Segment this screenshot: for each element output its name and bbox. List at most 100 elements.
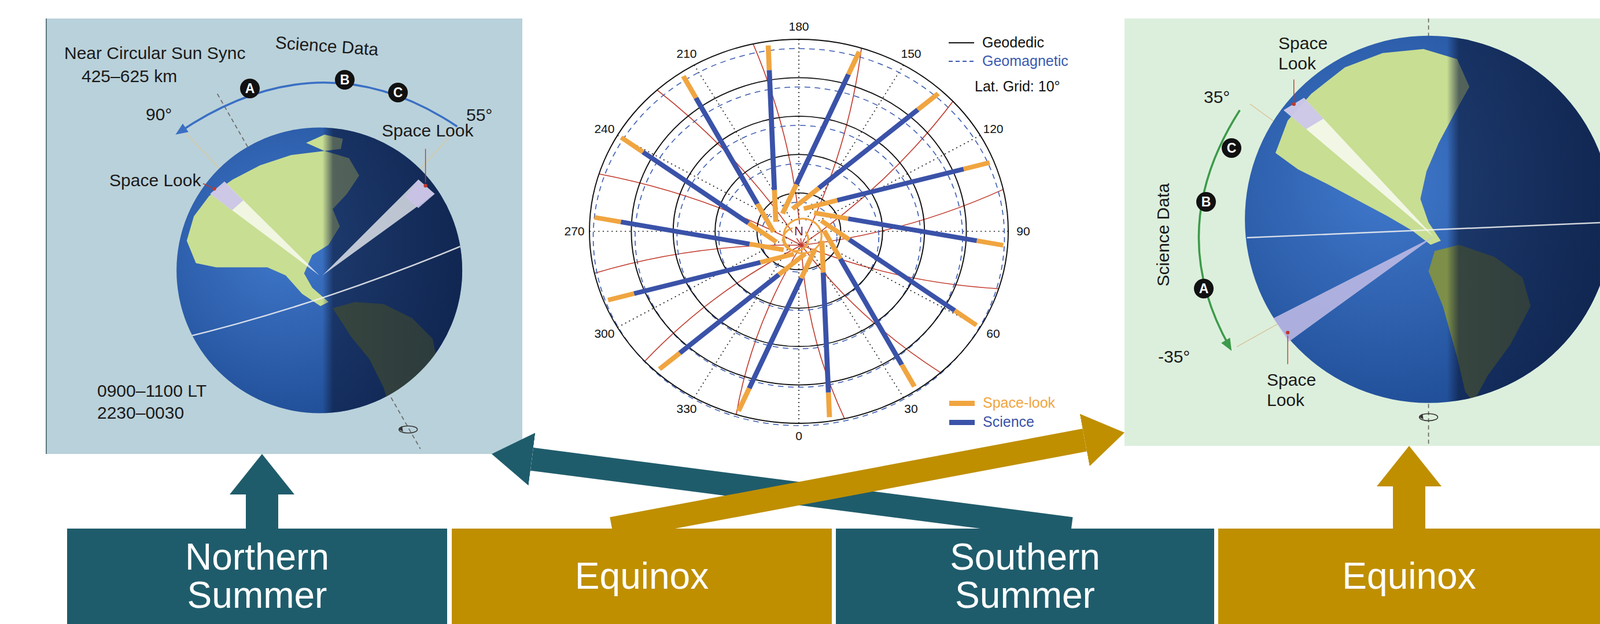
legend-label: Geodedic	[982, 34, 1045, 51]
right-globe	[1283, 97, 1324, 129]
longitude-label: 210	[676, 47, 697, 61]
orbit-track	[782, 184, 797, 214]
orbit-track	[821, 240, 824, 273]
panel-label: 2230–0030	[97, 403, 184, 424]
geodetic-ring	[673, 116, 925, 347]
longitude-label: 60	[986, 326, 1000, 341]
orbit-track	[954, 310, 977, 326]
right-globe	[1419, 413, 1439, 421]
longitude-line	[798, 244, 800, 424]
orbit-track	[749, 278, 802, 389]
panel-label: Science Data	[274, 32, 379, 61]
orbit-track	[633, 262, 761, 294]
panel-label: 425–625 km	[81, 66, 178, 87]
orbit-track	[821, 220, 850, 241]
grid-note: Lat. Grid: 10°	[974, 78, 1061, 95]
orbit-track	[621, 137, 644, 153]
panel-label: 90°	[145, 104, 172, 125]
season-arrow	[1392, 486, 1426, 529]
panel-label: 0900–1100 LT	[97, 381, 207, 402]
right-globe	[1285, 330, 1290, 335]
legend-label: Science	[982, 414, 1035, 431]
left-globe	[209, 181, 320, 276]
orbit-track	[848, 218, 977, 241]
legend-entry: Space-look	[949, 392, 1056, 414]
panel-label: Space Look	[1278, 33, 1340, 74]
orbit-track	[659, 352, 680, 370]
left-globe	[179, 244, 464, 339]
left-globe	[212, 186, 216, 191]
season-band: Equinox	[1218, 528, 1600, 624]
callout-letter: C	[388, 82, 408, 103]
left-globe	[175, 82, 476, 449]
callout-letter: B	[1196, 192, 1216, 212]
legend-swatch	[949, 400, 975, 407]
orbit-track	[840, 258, 902, 365]
right-globe	[1275, 49, 1470, 246]
panel-background	[45, 18, 47, 455]
orbit-track	[594, 45, 1004, 418]
right-globe	[1221, 337, 1232, 352]
panel-label: Space Look	[1266, 370, 1328, 411]
orbit-track	[757, 204, 774, 233]
left-globe	[423, 183, 427, 188]
season-band: Equinox	[451, 528, 832, 624]
orbit-track	[768, 45, 770, 71]
orbit-track	[792, 187, 819, 209]
orbit-track	[769, 69, 775, 190]
longitude-line	[617, 237, 787, 328]
geomagnetic-meridian	[801, 245, 999, 289]
orbit-track	[804, 200, 838, 209]
longitude-line	[589, 39, 1009, 424]
left-globe	[203, 183, 212, 188]
polar-plot	[589, 39, 1009, 426]
season-arrow	[245, 494, 279, 529]
geomagnetic-ring	[635, 86, 963, 387]
panel-label: 35°	[1203, 87, 1230, 108]
orbit-track	[901, 365, 915, 387]
panel-label: Near Circular Sun Sync	[64, 43, 246, 64]
orbit-track	[607, 293, 634, 301]
longitude-label: 180	[788, 19, 809, 33]
panel-label: Space Look	[109, 170, 201, 191]
callout-letter: C	[1221, 138, 1242, 158]
longitude-label: 150	[900, 47, 921, 61]
orbit-track	[749, 244, 784, 250]
right-globe	[1287, 335, 1288, 364]
orbit-track	[748, 223, 777, 243]
band-label: Northern Summer	[153, 538, 362, 615]
left-globe	[425, 149, 426, 183]
panel-label: Space Look	[381, 120, 474, 142]
orbit-track	[760, 253, 795, 263]
geomagnetic-meridian	[657, 90, 802, 246]
callout-letter: A	[1193, 278, 1214, 299]
geomagnetic-meridian	[736, 245, 802, 415]
longitude-line	[798, 39, 800, 219]
right-globe	[1293, 79, 1294, 102]
right-globe	[1247, 222, 1600, 238]
longitude-label: 120	[982, 122, 1004, 136]
longitude-label: 270	[563, 224, 585, 238]
orbit-track	[963, 162, 990, 169]
orbit-track	[824, 230, 841, 260]
geodetic-ring	[589, 39, 1009, 424]
left-globe	[209, 181, 243, 210]
panel-label: -35°	[1158, 347, 1190, 368]
legend-line-sample	[948, 57, 975, 65]
orbit-panel: Near Circular Sun Sync425–625 km Science …	[45, 18, 523, 455]
geodetic-ring	[589, 39, 1009, 424]
band-label: Equinox	[574, 557, 709, 596]
pole-tangle	[783, 218, 822, 254]
right-globe	[1198, 18, 1600, 446]
panel-label: Science Data	[1153, 183, 1174, 287]
season-arrow	[612, 440, 1085, 529]
legend-entry: Geodedic	[948, 32, 1045, 54]
longitude-label: 300	[594, 326, 615, 341]
left-globe	[399, 425, 418, 433]
right-globe	[1419, 413, 1424, 420]
orbit-panel: Space Look 35° C Science Data B A -35° Space Lo…	[1124, 18, 1600, 446]
orbit-track	[818, 109, 918, 189]
left-globe	[322, 122, 476, 429]
